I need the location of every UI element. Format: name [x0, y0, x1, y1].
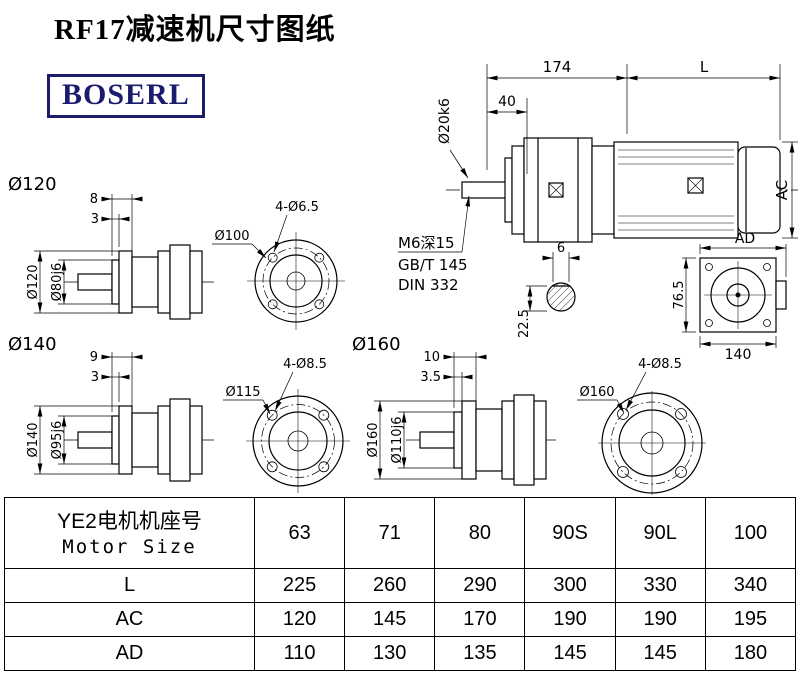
header-cn-label: YE2电机机座号	[57, 510, 202, 534]
header-motor-size-cell: YE2电机机座号 Motor Size	[4, 497, 255, 569]
col-header-90l: 90L	[614, 497, 706, 569]
tap-note-line1: M6深15	[398, 234, 455, 252]
table-cell: 340	[704, 568, 797, 603]
table-cell: 145	[344, 602, 436, 637]
dim-l-label: L	[700, 58, 709, 76]
table-cell: 225	[253, 568, 346, 603]
col-header-80: 80	[434, 497, 526, 569]
dim-174-label: 174	[543, 58, 572, 76]
flange-140-view: Ø140 9 3 Ø140 Ø95j6	[8, 334, 350, 493]
flange-140-spigot-len-label: 3	[91, 370, 99, 385]
flange-120-bc-label: Ø100	[214, 229, 249, 244]
boserl-logo-text: BOSERL	[62, 78, 190, 111]
table-cell: 145	[524, 636, 616, 671]
flange-140-bc-label: Ø115	[225, 385, 260, 400]
flange-160-spigot-label: Ø110j6	[390, 417, 405, 464]
shaft-tap-note: M6深15 GB/T 145 DIN 332	[398, 195, 471, 294]
shaft-key-section-view: 6 22.5	[517, 241, 580, 338]
ac-dim-label: AC	[773, 180, 791, 200]
flange-120-title: Ø120	[8, 174, 57, 195]
page-title: RF17减速机尺寸图纸	[54, 14, 336, 46]
end-height-label: 76.5	[672, 281, 687, 310]
fan-cover	[737, 146, 781, 234]
table-cell: 195	[704, 602, 797, 637]
table-row-ac: AC 120 145 170 190 190 195	[4, 602, 797, 637]
shaft-dia-label: Ø20k6	[437, 98, 453, 144]
flange-160-bc-label: Ø160	[579, 385, 614, 400]
technical-drawings: 174 L 40 Ø20k6 AC M6深15 GB/T 145 DIN 332…	[8, 58, 798, 495]
table-cell: 290	[434, 568, 526, 603]
flange-160-spigot-len-label: 3.5	[420, 370, 441, 385]
flange-120-view: Ø120 8 3 Ø120 Ø80j6	[8, 174, 345, 330]
table-cell: 135	[434, 636, 526, 671]
flange-120-od-label: Ø120	[26, 264, 41, 299]
col-header-100: 100	[704, 497, 797, 569]
col-header-71: 71	[344, 497, 436, 569]
flange-140-od-label: Ø140	[26, 422, 41, 457]
main-assembly-view: 174 L 40 Ø20k6 AC	[437, 58, 798, 243]
flange-160-holes-label: 4-Ø8.5	[638, 357, 682, 372]
header-en-label: Motor Size	[62, 535, 197, 558]
flange-140-title: Ø140	[8, 334, 57, 355]
flange-120-step-label: 8	[90, 192, 98, 207]
table-cell: 145	[614, 636, 706, 671]
key-width-label: 6	[557, 241, 565, 256]
table-cell: 260	[344, 568, 436, 603]
end-width-label: 140	[725, 347, 752, 363]
col-header-90s: 90S	[524, 497, 616, 569]
flange-160-view: Ø160 10 3.5 Ø160 Ø110j6	[352, 334, 706, 495]
row-label-ad: AD	[4, 636, 255, 671]
table-header-row: YE2电机机座号 Motor Size 63 71 80 90S 90L 100	[4, 497, 797, 569]
row-label-ac: AC	[4, 602, 255, 637]
flange-120-spigot-len-label: 3	[91, 212, 99, 227]
col-header-63: 63	[253, 497, 346, 569]
table-cell: 130	[344, 636, 436, 671]
table-cell: 170	[434, 602, 526, 637]
table-cell: 180	[704, 636, 797, 671]
flange-140-holes-label: 4-Ø8.5	[283, 357, 327, 372]
table-cell: 120	[253, 602, 346, 637]
flange-160-od-label: Ø160	[366, 422, 381, 457]
flange-140-spigot-label: Ø95j6	[50, 421, 65, 460]
row-label-l: L	[4, 568, 255, 603]
ad-dim-label: AD	[735, 231, 755, 247]
flange-120-spigot-label: Ø80j6	[50, 263, 65, 302]
table-row-ad: AD 110 130 135 145 145 180	[4, 636, 797, 671]
flange-160-title: Ø160	[352, 334, 401, 355]
tap-note-line3: DIN 332	[398, 276, 459, 294]
table-cell: 190	[614, 602, 706, 637]
dim-40-label: 40	[498, 94, 516, 110]
table-cell: 110	[253, 636, 346, 671]
table-row-l: L 225 260 290 300 330 340	[4, 568, 797, 603]
flange-120-holes-label: 4-Ø6.5	[275, 200, 319, 215]
boserl-logo: BOSERL	[47, 74, 205, 118]
table-cell: 330	[614, 568, 706, 603]
output-end-view: AD 76.5 140	[672, 231, 787, 363]
motor-size-table: YE2电机机座号 Motor Size 63 71 80 90S 90L 100…	[4, 497, 797, 671]
tap-note-line2: GB/T 145	[398, 256, 468, 274]
motor-body	[613, 141, 739, 239]
flange-140-step-label: 9	[90, 350, 98, 365]
key-height-label: 22.5	[517, 309, 532, 338]
flange-160-step-label: 10	[423, 350, 440, 365]
table-cell: 190	[524, 602, 616, 637]
table-cell: 300	[524, 568, 616, 603]
